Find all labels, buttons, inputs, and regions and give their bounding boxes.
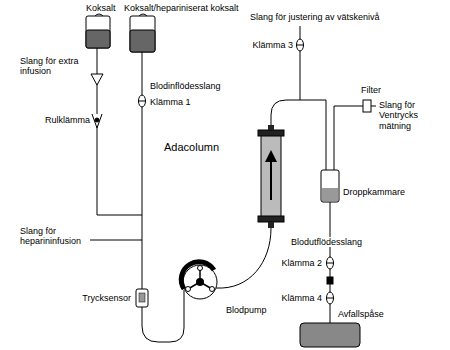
drip-chamber — [321, 170, 339, 202]
part-label: Klämma 4 — [281, 293, 322, 303]
part-label: Slang för Ventrycks mätning — [379, 100, 445, 131]
connector-symbol — [327, 277, 333, 284]
clamp-symbol — [327, 257, 334, 269]
tubes — [90, 26, 376, 342]
part-label: Avfallspåse — [338, 309, 384, 319]
part-label: Blodpump — [226, 305, 267, 315]
part-label: Blodutflödesslang — [290, 237, 363, 247]
pressure-sensor — [136, 289, 148, 307]
part-label: Koksalt/hepariniserat koksalt — [124, 3, 239, 13]
part-label: Rulklämma — [45, 115, 90, 125]
clamp-symbol — [327, 263, 334, 264]
part-label: Slang för extra infusion — [20, 56, 86, 77]
clamp-symbol — [327, 298, 334, 299]
clamp-symbol — [139, 95, 146, 107]
saline-bag — [86, 14, 110, 48]
part-label: Slang för heparininfusion — [20, 226, 86, 247]
part-label: Blodinflödesslang — [150, 81, 221, 91]
extra-infusion-tube — [97, 48, 142, 215]
blood-inflow-tube — [142, 52, 143, 290]
part-label: Klämma 1 — [150, 97, 191, 107]
filter-symbol — [363, 100, 371, 112]
part-label: Koksalt — [86, 3, 116, 13]
clamp-symbol — [327, 292, 334, 304]
adsorption-column — [258, 125, 284, 228]
clamp-symbol — [139, 101, 146, 102]
clamp-symbol — [297, 45, 304, 46]
clamp-symbol — [297, 39, 304, 51]
waste-bag — [300, 323, 360, 347]
level-tube — [300, 26, 301, 100]
heparin-saline-bag — [130, 14, 155, 52]
part-label: Filter — [361, 85, 381, 95]
drip-chamber-symbol — [91, 74, 103, 85]
heparin-tube — [90, 240, 142, 241]
part-label: Klämma 2 — [281, 258, 322, 268]
pump-outlet-tube — [216, 228, 271, 288]
blood-pump — [181, 262, 217, 299]
part-label: Droppkammare — [343, 187, 405, 197]
roller-clamp — [92, 114, 102, 128]
part-label: Klämma 3 — [252, 40, 293, 50]
clamps — [139, 39, 334, 304]
part-label: Slang för justering av vätskenivå — [250, 12, 380, 22]
pressure-tube — [334, 106, 376, 170]
part-label: Trycksensor — [82, 293, 131, 303]
part-label: Adacolumn — [164, 141, 219, 154]
